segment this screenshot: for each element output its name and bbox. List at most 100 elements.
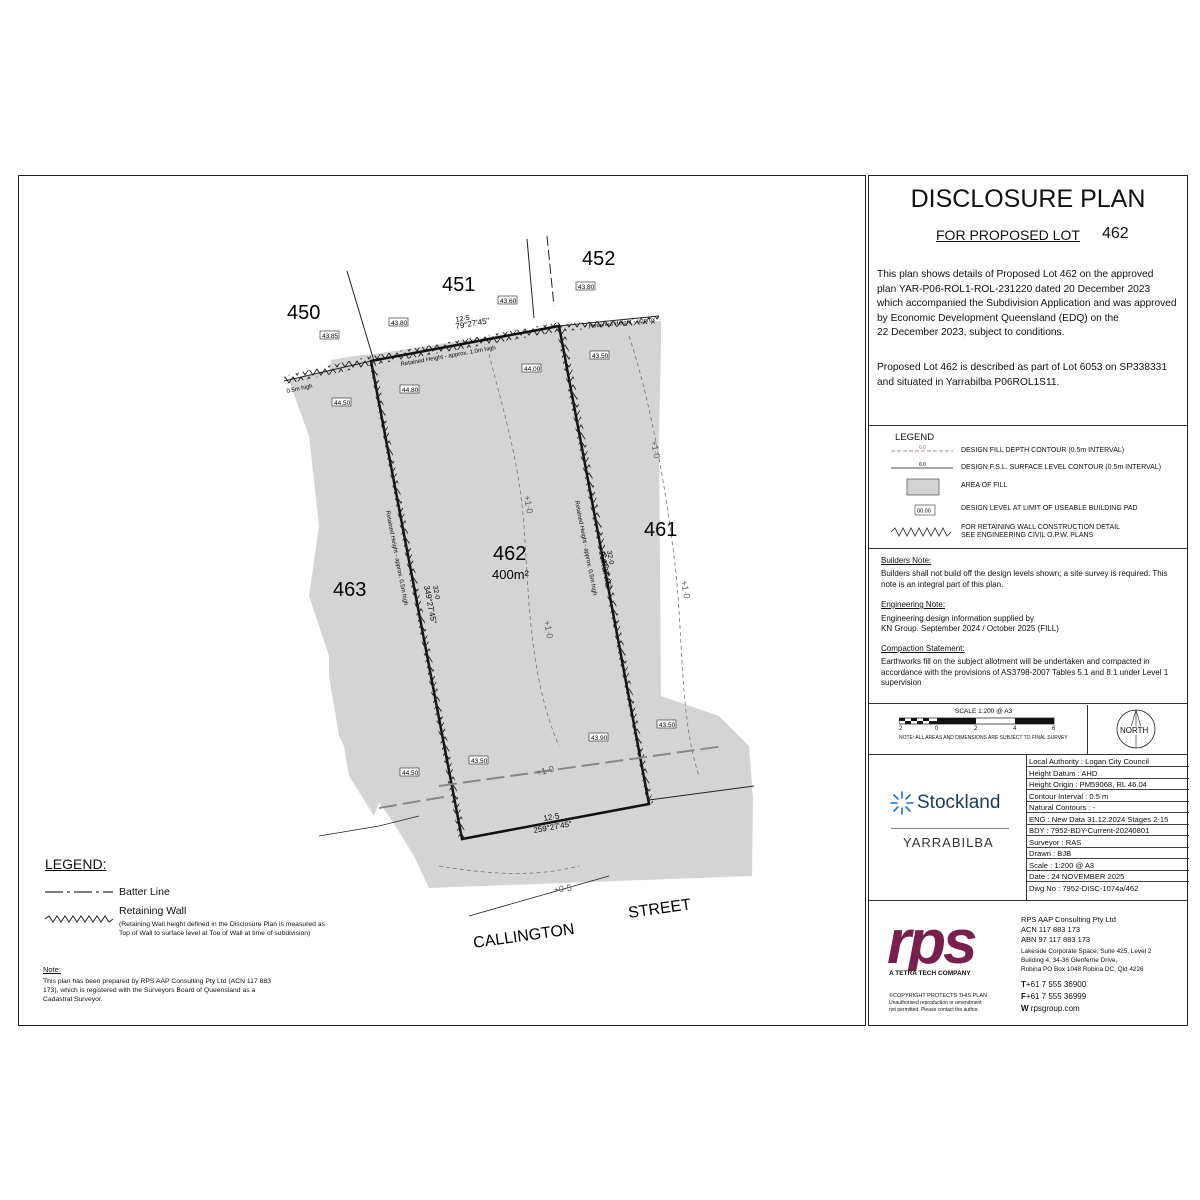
boundary-450-451 xyxy=(346,270,375,362)
compaction-text: Earthworks fill on the subject allotment… xyxy=(881,657,1169,687)
svg-text:43.80: 43.80 xyxy=(391,320,408,327)
map-legend-heading: LEGEND: xyxy=(45,856,107,872)
lot-463-label: 463 xyxy=(333,579,366,601)
lot-452-label: 452 xyxy=(582,248,615,270)
tb-bdy: BDY : 7952-BDY-Current-20240801 xyxy=(1027,826,1189,837)
rps-logo: rps xyxy=(887,913,979,971)
tb-eng: ENG : New Data 31.12.2024 Stages 2-15 xyxy=(1027,815,1189,825)
rps-phone: T+61 7 555 36900 xyxy=(1021,980,1087,989)
stockland-logo-icon xyxy=(890,791,914,815)
retaining-wall-left xyxy=(369,360,466,840)
boundary-bottom-right xyxy=(648,785,755,801)
scale-divider xyxy=(1087,705,1088,755)
site-plan-drawing: 450 451 452 461 463 462 400m² 79°27'45" … xyxy=(283,235,755,952)
rps-address-3: Robina PO Box 1048 Robina DC, Qld 4226 xyxy=(1021,966,1144,973)
stockland-wordmark: Stockland xyxy=(917,792,1001,813)
svg-text:43.50: 43.50 xyxy=(659,722,676,729)
notes-section: Builders Note: Builders shall not build … xyxy=(869,549,1187,704)
svg-text:43.50: 43.50 xyxy=(592,353,609,360)
legend-retaining-label: Retaining Wall xyxy=(119,905,187,917)
title-section: DISCLOSURE PLAN FOR PROPOSED LOT 462 Thi… xyxy=(869,176,1187,426)
tb-height-origin: Height Origin : PM59068, RL 46.04 xyxy=(1027,780,1189,791)
lot-461-label: 461 xyxy=(644,519,677,541)
rps-web[interactable]: W rpsgroup.com xyxy=(1021,1004,1080,1013)
tb-contour-interval: Contour Interval : 0.5 m xyxy=(1027,792,1189,802)
svg-text:43.60: 43.60 xyxy=(500,298,517,305)
page-subtitle: FOR PROPOSED LOT xyxy=(936,227,1080,243)
lot-451-label: 451 xyxy=(442,274,475,296)
tb-dwg-no: Dwg No : 7952-DISC-1074a/462 xyxy=(1029,883,1139,893)
fill-contour-2 xyxy=(628,335,700,777)
rps-abn: ABN 97 117 883 173 xyxy=(1021,935,1091,944)
road-line-left xyxy=(318,815,420,837)
compaction-heading: Compaction Statement: xyxy=(881,644,965,653)
lot-number: 462 xyxy=(1102,225,1129,242)
contour-label-1e: +1·0 xyxy=(535,764,555,778)
builders-note-text: Builders shall not build off the design … xyxy=(881,569,1168,589)
lot-450-label: 450 xyxy=(287,302,320,324)
svg-text:44.80: 44.80 xyxy=(402,387,419,394)
svg-text:6.0: 6.0 xyxy=(919,462,926,468)
north-label: NORTH xyxy=(1120,726,1149,735)
fill-area xyxy=(319,321,753,888)
legend-fill-area-label: AREA OF FILL xyxy=(961,482,1008,489)
retaining-wall-right xyxy=(556,325,653,804)
retaining-wall-top-right xyxy=(564,316,659,331)
street-name-street: STREET xyxy=(627,896,692,922)
retaining-wall-sample xyxy=(45,915,114,923)
batter-line-bottom-left xyxy=(378,795,450,809)
tb-height-datum: Height Datum : AHD xyxy=(1027,769,1189,779)
tb-date: Date : 24 NOVEMBER 2025 xyxy=(1027,872,1189,883)
legend-section: LEGEND 6.0 6.0 00.00 DESIGN FILL DEPTH C… xyxy=(869,426,1187,549)
brand-panel: Stockland YARRABILBA xyxy=(869,755,1027,901)
scale-section: SCALE 1:200 @ A3 2 0 2 4 6 NOTE: ALL ARE… xyxy=(869,704,1187,755)
fill-contour-1 xyxy=(488,353,560,747)
phone-icon: T xyxy=(1021,980,1026,989)
rps-acn: ACN 117 883 173 xyxy=(1021,925,1081,934)
web-icon: W xyxy=(1021,1004,1031,1013)
fill-contour-05 xyxy=(438,865,580,874)
lot-area: 400m² xyxy=(492,567,530,582)
scale-tick-3: 4 xyxy=(1013,726,1017,732)
batter-line-sample xyxy=(45,891,113,893)
dist-bottom: 12·5 xyxy=(543,811,561,823)
copyright-1: ©COPYRIGHT PROTECTS THIS PLAN xyxy=(889,993,987,999)
engineering-note-text-1: Engineering design information supplied … xyxy=(881,614,1034,623)
description-block: This plan shows details of Proposed Lot … xyxy=(877,269,1177,338)
legend-design-level-label: DESIGN LEVEL AT LIMIT OF USEABLE BUILDIN… xyxy=(961,505,1138,512)
svg-text:44.50: 44.50 xyxy=(402,770,419,777)
legend-batter-label: Batter Line xyxy=(119,886,170,898)
legend-retaining-note: (Retaining Wall height defined in the Di… xyxy=(119,921,326,937)
svg-text:43.90: 43.90 xyxy=(591,735,608,742)
legend-retaining-label-1: FOR RETAINING WALL CONSTRUCTION DETAIL xyxy=(961,524,1121,531)
rps-address-2: Building 4, 34-36 Glenferrie Drive, xyxy=(1021,957,1118,964)
level-boxes: 43.85 43.80 43.60 43.80 44.80 44.00 43.5… xyxy=(319,281,677,777)
dist-top: 12·5 xyxy=(455,315,470,324)
batter-line xyxy=(546,235,555,307)
scale-label: SCALE 1:200 @ A3 xyxy=(955,708,1013,715)
rps-company: RPS AAP Consulting Pty Ltd xyxy=(1021,915,1116,924)
tb-surveyor: Surveyor : RAS xyxy=(1027,838,1189,848)
scale-tick-0: 2 xyxy=(899,726,903,732)
svg-text:6.0: 6.0 xyxy=(919,445,926,451)
lot-462-label: 462 xyxy=(493,543,526,565)
svg-text:43.85: 43.85 xyxy=(322,333,339,340)
tb-scale: Scale : 1:200 @ A3 xyxy=(1027,861,1189,871)
fill-area-left xyxy=(289,366,449,836)
svg-text:00.00: 00.00 xyxy=(917,509,931,515)
contour-label-1c: +1·0 xyxy=(649,440,662,460)
legend-fsl-label: DESIGN F.S.L. SURFACE LEVEL CONTOUR (0.5… xyxy=(961,464,1162,471)
road-line xyxy=(468,875,610,917)
engineering-note-heading: Engineering Note: xyxy=(881,600,946,609)
scale-note: NOTE: ALL AREAS AND DIMENSIONS ARE SUBJE… xyxy=(899,735,1068,741)
contour-label-1b: +1·0 xyxy=(542,620,555,640)
tb-natural-contours: Natural Contours : - xyxy=(1027,803,1189,814)
rps-tagline: A TETRA TECH COMPANY xyxy=(889,970,971,977)
tb-drawn: Drawn : BJB xyxy=(1027,849,1189,860)
map-note-text: This plan has been prepared by RPS AAP C… xyxy=(43,978,271,1003)
legend-heading: LEGEND xyxy=(895,432,935,443)
svg-text:44.50: 44.50 xyxy=(334,400,351,407)
scale-tick-4: 6 xyxy=(1052,726,1056,732)
builders-note-heading: Builders Note: xyxy=(881,556,932,565)
legend-fill-depth-label: DESIGN FILL DEPTH CONTOUR (0.5m INTERVAL… xyxy=(961,447,1125,454)
